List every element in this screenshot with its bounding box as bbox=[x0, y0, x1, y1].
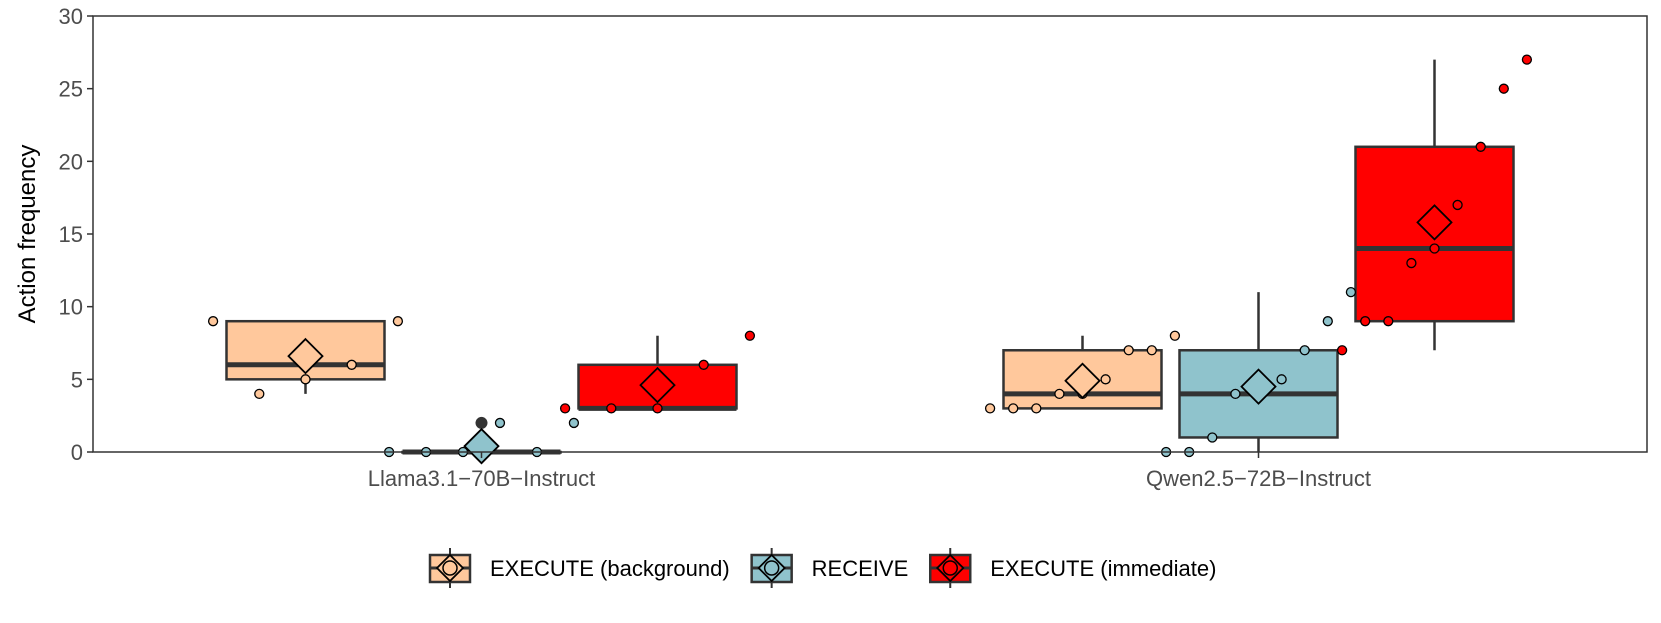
point-execute-immediate-qwen2-5-72b-instruct bbox=[1383, 316, 1394, 327]
point-execute-immediate-qwen2-5-72b-instruct bbox=[1336, 345, 1348, 356]
point-execute-immediate-llama3-1-70b-instruct bbox=[606, 403, 617, 414]
y-tick-label: 20 bbox=[59, 149, 83, 174]
point-execute-background-llama3-1-70b-instruct bbox=[346, 359, 357, 370]
point-execute-background-llama3-1-70b-instruct bbox=[300, 374, 311, 385]
x-tick-label-llama3-1-70b-instruct: Llama3.1−70B−Instruct bbox=[368, 466, 595, 491]
y-tick-label: 0 bbox=[71, 440, 83, 465]
legend-item-execute-immediate: EXECUTE (immediate) bbox=[929, 548, 1216, 588]
point-execute-immediate-qwen2-5-72b-instruct bbox=[1498, 83, 1509, 94]
point-execute-immediate-llama3-1-70b-instruct bbox=[559, 403, 571, 414]
point-receive-qwen2-5-72b-instruct bbox=[1230, 388, 1241, 400]
mean-receive-llama3-1-70b-instruct bbox=[463, 427, 500, 465]
mean-execute-immediate-qwen2-5-72b-instruct bbox=[1416, 204, 1453, 241]
legend-item-execute-background: EXECUTE (background) bbox=[428, 548, 730, 588]
point-execute-background-qwen2-5-72b-instruct bbox=[1123, 345, 1134, 356]
x-tick-label-qwen2-5-72b-instruct: Qwen2.5−72B−Instruct bbox=[1146, 466, 1371, 491]
point-execute-background-llama3-1-70b-instruct bbox=[392, 316, 404, 327]
point-receive-llama3-1-70b-instruct bbox=[568, 417, 580, 429]
legend-label-execute-background: EXECUTE (background) bbox=[490, 556, 730, 581]
point-execute-immediate-qwen2-5-72b-instruct bbox=[1429, 243, 1440, 254]
legend-key-point bbox=[942, 560, 958, 576]
point-receive-llama3-1-70b-instruct bbox=[494, 417, 506, 429]
y-tick-label: 30 bbox=[59, 4, 83, 29]
y-axis-title: Action frequency bbox=[14, 145, 41, 324]
mean-execute-background-qwen2-5-72b-instruct bbox=[1064, 362, 1101, 400]
point-receive-qwen2-5-72b-instruct bbox=[1207, 432, 1218, 443]
point-execute-immediate-qwen2-5-72b-instruct bbox=[1452, 199, 1463, 211]
legend-label-receive: RECEIVE bbox=[812, 556, 909, 581]
mean-execute-immediate-llama3-1-70b-instruct bbox=[639, 366, 676, 404]
point-receive-qwen2-5-72b-instruct bbox=[1345, 286, 1357, 298]
point-execute-background-qwen2-5-72b-instruct bbox=[1146, 345, 1157, 356]
point-receive-qwen2-5-72b-instruct bbox=[1276, 374, 1287, 385]
point-execute-immediate-llama3-1-70b-instruct bbox=[744, 330, 756, 341]
mean-execute-background-llama3-1-70b-instruct bbox=[287, 337, 324, 375]
point-execute-background-qwen2-5-72b-instruct bbox=[1054, 388, 1065, 400]
point-execute-immediate-qwen2-5-72b-instruct bbox=[1475, 141, 1486, 152]
legend-key-point bbox=[763, 560, 780, 576]
point-execute-immediate-qwen2-5-72b-instruct bbox=[1406, 257, 1417, 269]
outlier-receive-llama3-1-70b-instruct bbox=[475, 416, 488, 429]
points-layer bbox=[207, 54, 1533, 458]
point-execute-background-qwen2-5-72b-instruct bbox=[1031, 403, 1042, 414]
legend-item-receive: RECEIVE bbox=[750, 548, 909, 588]
point-execute-background-llama3-1-70b-instruct bbox=[254, 388, 265, 400]
point-execute-background-qwen2-5-72b-instruct bbox=[1008, 403, 1019, 414]
point-execute-immediate-llama3-1-70b-instruct bbox=[652, 403, 663, 414]
y-axis: 0 5 10 15 20 25 30 bbox=[59, 4, 93, 465]
point-execute-background-qwen2-5-72b-instruct bbox=[984, 403, 996, 414]
y-tick-label: 10 bbox=[59, 295, 83, 320]
point-receive-qwen2-5-72b-instruct bbox=[1322, 316, 1333, 327]
point-receive-qwen2-5-72b-instruct bbox=[1299, 345, 1310, 356]
point-execute-immediate-llama3-1-70b-instruct bbox=[698, 359, 709, 370]
x-axis: Llama3.1−70B−Instruct Qwen2.5−72B−Instruc… bbox=[368, 452, 1371, 491]
means-layer bbox=[287, 204, 1453, 465]
point-execute-background-qwen2-5-72b-instruct bbox=[1169, 330, 1181, 341]
legend-label-execute-immediate: EXECUTE (immediate) bbox=[990, 556, 1216, 581]
point-execute-background-qwen2-5-72b-instruct bbox=[1100, 374, 1111, 385]
y-tick-label: 5 bbox=[71, 367, 83, 392]
point-execute-background-llama3-1-70b-instruct bbox=[207, 316, 219, 327]
point-execute-immediate-qwen2-5-72b-instruct bbox=[1360, 316, 1371, 327]
point-execute-immediate-qwen2-5-72b-instruct bbox=[1521, 54, 1533, 65]
boxes-layer bbox=[225, 59, 1515, 455]
y-tick-label: 15 bbox=[59, 222, 83, 247]
y-tick-label: 25 bbox=[59, 77, 83, 102]
legend: EXECUTE (background) RECEIVE EXECUTE (imme… bbox=[428, 548, 1216, 588]
legend-key-point bbox=[442, 560, 458, 576]
mean-receive-qwen2-5-72b-instruct bbox=[1240, 368, 1277, 405]
